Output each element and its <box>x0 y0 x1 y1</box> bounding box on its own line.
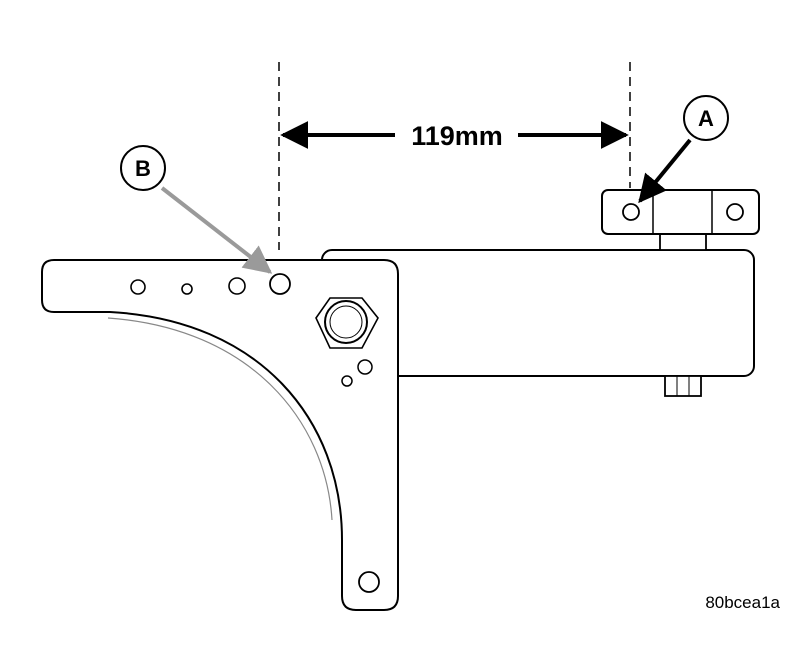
arm-hole-2 <box>181 283 193 295</box>
bracket-curve-shadow <box>107 317 333 521</box>
dimension-label: 119mm <box>411 121 503 151</box>
callout-b-circle <box>120 145 166 191</box>
clamp-hole-a <box>622 203 640 221</box>
bottom-nut <box>664 375 702 397</box>
callout-b-leader <box>160 186 273 274</box>
figure-id: 80bcea1a <box>705 593 780 612</box>
callout-a-circle <box>683 95 729 141</box>
arm-hole-1 <box>130 279 146 295</box>
clamp-neck <box>659 233 707 251</box>
arm-hole-b <box>269 273 291 295</box>
bolt-head <box>315 297 379 349</box>
callout-a-label: A <box>698 106 714 131</box>
clamp-hole-right <box>726 203 744 221</box>
callout-a-leader <box>638 138 692 204</box>
small-hole-1 <box>357 359 373 375</box>
callout-b-label: B <box>135 156 151 181</box>
arm-hole-3 <box>228 277 246 295</box>
l-bracket <box>41 259 399 611</box>
foot-hole <box>358 571 380 593</box>
small-hole-2 <box>341 375 353 387</box>
